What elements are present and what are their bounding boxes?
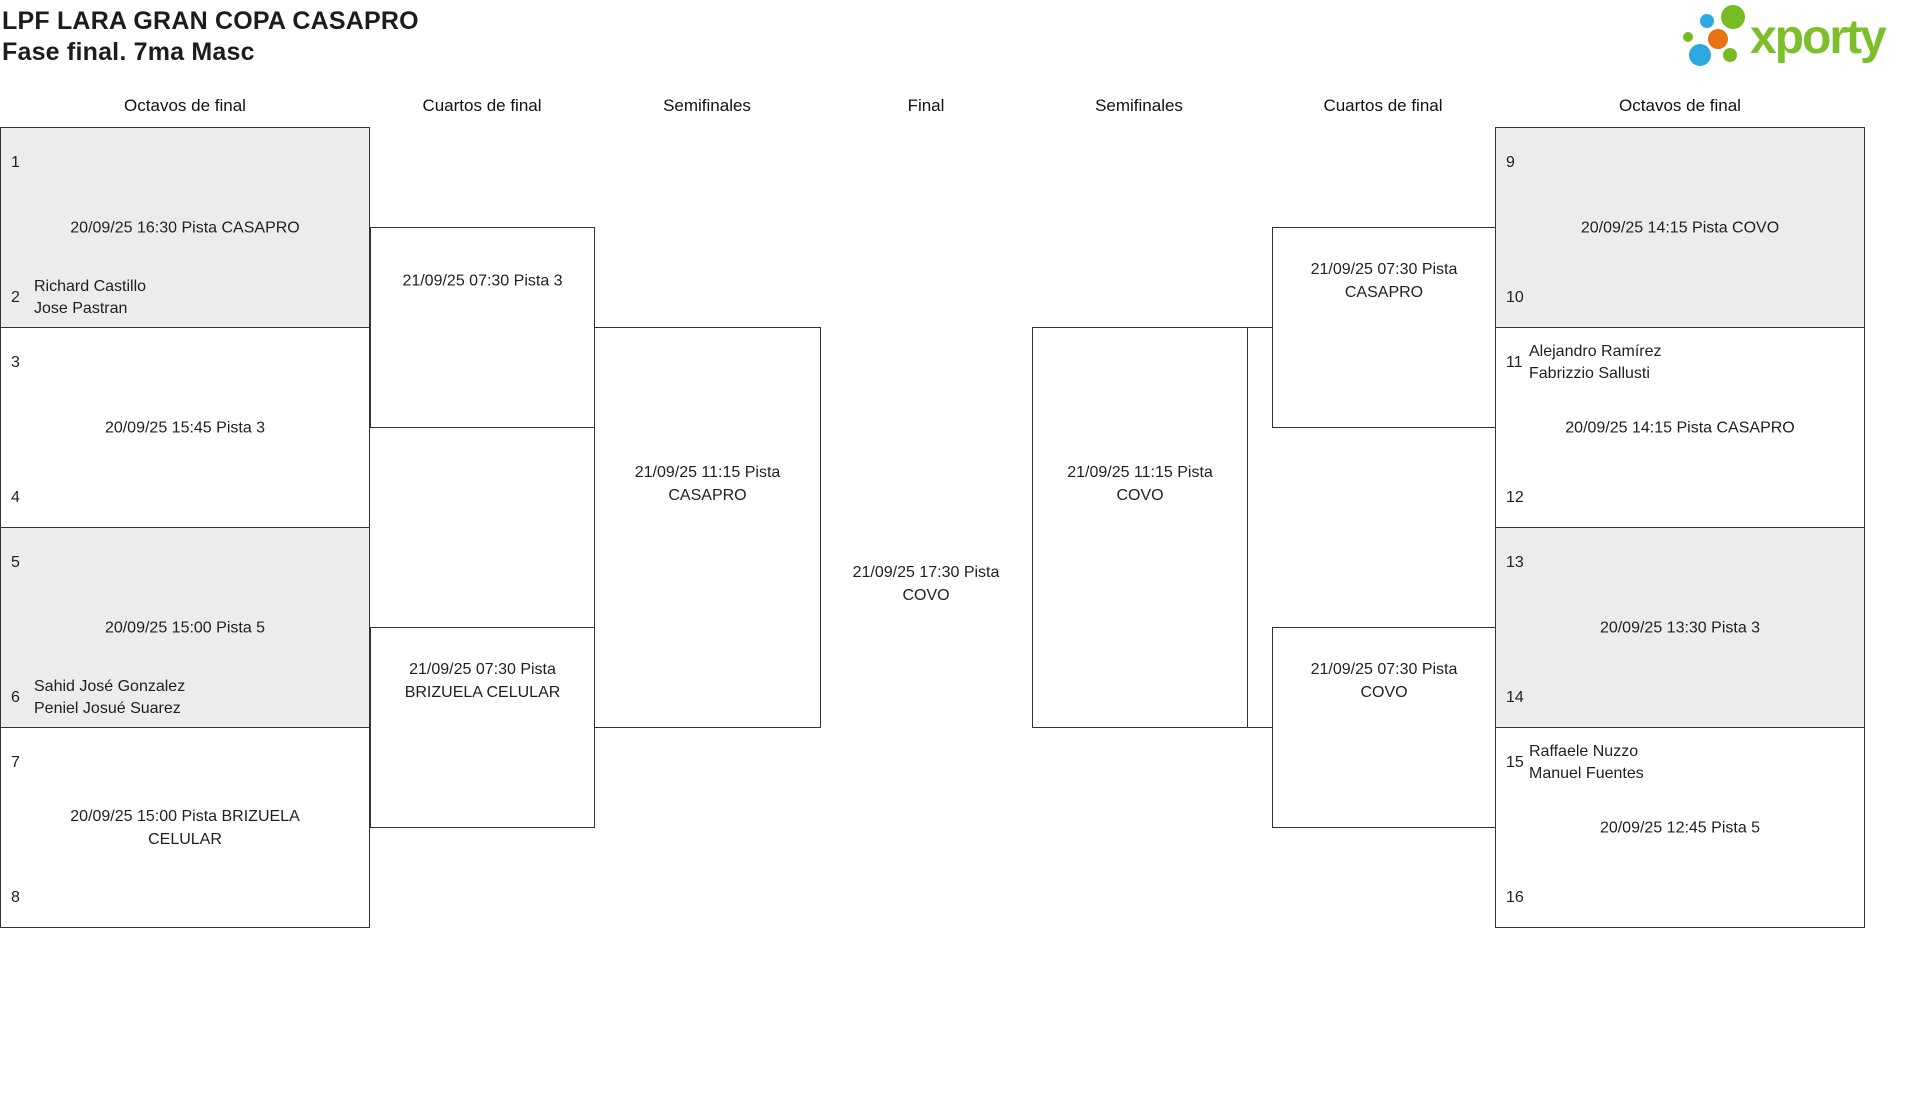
seed-number: 1 <box>11 154 20 171</box>
logo-dot-blue-small <box>1700 14 1714 28</box>
player-name: Raffaele Nuzzo <box>1529 743 1639 760</box>
bracket-connector-line <box>1247 327 1272 328</box>
player-name: Alejandro Ramírez <box>1529 343 1662 360</box>
seed-number: 16 <box>1506 889 1524 906</box>
quarterfinal-box-right-top[interactable]: 21/09/25 07:30 Pista CASAPRO <box>1272 227 1496 428</box>
player-name: Richard Castillo <box>34 278 147 295</box>
player-name: Sahid José Gonzalez <box>34 678 186 695</box>
match-box-13-14[interactable]: 13 20/09/25 13:30 Pista 3 14 <box>1495 527 1865 728</box>
quarterfinal-box-left-top[interactable]: 21/09/25 07:30 Pista 3 <box>370 227 595 428</box>
match-datetime-line1: 21/09/25 07:30 Pista <box>1310 661 1458 678</box>
match-datetime: 21/09/25 07:30 Pista COVO <box>1279 658 1489 704</box>
semifinal-box-left[interactable]: 21/09/25 11:15 Pista CASAPRO <box>594 327 821 728</box>
player-name: Manuel Fuentes <box>1529 765 1644 782</box>
team-players: Raffaele Nuzzo Manuel Fuentes <box>1529 741 1858 785</box>
round-label-octavos-left: Octavos de final <box>124 96 246 115</box>
final-match[interactable]: 21/09/25 17:30 Pista COVO <box>820 561 1032 607</box>
seed-number: 6 <box>11 689 20 706</box>
seed-number: 14 <box>1506 689 1524 706</box>
seed-number: 9 <box>1506 154 1515 171</box>
match-datetime-line2: COVO <box>1360 684 1408 701</box>
logo-dot-orange <box>1708 29 1728 49</box>
logo-dot-blue-large <box>1689 44 1711 66</box>
match-datetime: 20/09/25 16:30 Pista CASAPRO <box>70 219 300 236</box>
xporty-logo[interactable]: xporty <box>1680 0 1915 66</box>
seed-number: 2 <box>11 289 20 306</box>
team-players: Alejandro Ramírez Fabrizzio Sallusti <box>1529 341 1858 385</box>
match-datetime-line1: 21/09/25 17:30 Pista <box>852 564 1000 581</box>
match-datetime-line1: 21/09/25 11:15 Pista <box>634 464 781 481</box>
team-players: Sahid José Gonzalez Peniel Josué Suarez <box>34 676 363 720</box>
match-datetime: 21/09/25 11:15 Pista CASAPRO <box>601 461 814 507</box>
match-datetime-line2: COVO <box>1116 487 1164 504</box>
round-label-octavos-right: Octavos de final <box>1619 96 1741 115</box>
seed-number: 5 <box>11 554 20 571</box>
match-datetime: 20/09/25 15:00 Pista 5 <box>104 619 266 636</box>
match-datetime-line2: COVO <box>902 587 950 604</box>
match-datetime: 21/09/25 11:15 Pista COVO <box>1039 461 1241 507</box>
quarterfinal-box-right-bottom[interactable]: 21/09/25 07:30 Pista COVO <box>1272 627 1496 828</box>
player-name: Peniel Josué Suarez <box>34 700 181 717</box>
seed-number: 12 <box>1506 489 1524 506</box>
seed-number: 8 <box>11 889 20 906</box>
match-box-3-4[interactable]: 3 20/09/25 15:45 Pista 3 4 <box>0 327 370 528</box>
seed-number: 10 <box>1506 289 1524 306</box>
bracket-connector-line <box>1247 727 1272 728</box>
quarterfinal-box-left-bottom[interactable]: 21/09/25 07:30 Pista BRIZUELA CELULAR <box>370 627 595 828</box>
match-datetime: 20/09/25 14:15 Pista CASAPRO <box>1565 419 1795 436</box>
match-datetime-line1: 20/09/25 15:00 Pista BRIZUELA <box>70 807 300 825</box>
match-datetime-line2: CASAPRO <box>1344 284 1424 301</box>
match-box-15-16[interactable]: 15 Raffaele Nuzzo Manuel Fuentes 20/09/2… <box>1495 727 1865 928</box>
match-datetime-line2: CELULAR <box>148 830 222 848</box>
match-datetime: 21/09/25 07:30 Pista 3 <box>402 272 563 290</box>
round-label-cuartos-left: Cuartos de final <box>422 96 542 115</box>
match-datetime-line2: BRIZUELA CELULAR <box>404 684 561 701</box>
match-datetime-line1: 21/09/25 07:30 Pista <box>1310 261 1458 278</box>
round-label-semis-right: Semifinales <box>1095 96 1183 115</box>
match-datetime: 21/09/25 07:30 Pista BRIZUELA CELULAR <box>377 658 588 704</box>
tournament-title: LPF LARA GRAN COPA CASAPRO <box>2 7 419 35</box>
match-box-7-8[interactable]: 7 20/09/25 15:00 Pista BRIZUELA CELULAR … <box>0 727 370 928</box>
player-name: Fabrizzio Sallusti <box>1529 365 1650 382</box>
match-box-9-10[interactable]: 9 20/09/25 14:15 Pista COVO 10 <box>1495 127 1865 328</box>
seed-number: 15 <box>1506 754 1524 771</box>
match-datetime: 20/09/25 15:45 Pista 3 <box>104 419 266 436</box>
logo-wordmark: xporty <box>1750 11 1887 64</box>
seed-number: 11 <box>1506 354 1523 371</box>
match-datetime-line1: 21/09/25 07:30 Pista <box>409 661 556 678</box>
round-label-final: Final <box>907 96 945 115</box>
match-datetime-line1: 21/09/25 11:15 Pista <box>1067 464 1213 481</box>
seed-number: 7 <box>11 754 20 771</box>
match-box-1-2[interactable]: 1 20/09/25 16:30 Pista CASAPRO 2 Richard… <box>0 127 370 328</box>
seed-number: 13 <box>1506 554 1524 571</box>
match-datetime: 20/09/25 13:30 Pista 3 <box>1599 619 1761 636</box>
match-box-5-6[interactable]: 5 20/09/25 15:00 Pista 5 6 Sahid José Go… <box>0 527 370 728</box>
match-datetime: 20/09/25 15:00 Pista BRIZUELA CELULAR <box>9 805 361 851</box>
match-datetime: 20/09/25 14:15 Pista COVO <box>1580 219 1780 236</box>
seed-number: 4 <box>11 489 20 506</box>
semifinal-box-right[interactable]: 21/09/25 11:15 Pista COVO <box>1032 327 1248 728</box>
round-label-cuartos-right: Cuartos de final <box>1323 96 1443 115</box>
match-box-11-12[interactable]: 11 Alejandro Ramírez Fabrizzio Sallusti … <box>1495 327 1865 528</box>
match-datetime-line2: CASAPRO <box>668 487 747 504</box>
match-datetime: 21/09/25 07:30 Pista CASAPRO <box>1279 258 1489 304</box>
player-name: Jose Pastran <box>34 300 128 317</box>
team-players: Richard Castillo Jose Pastran <box>34 276 363 320</box>
phase-subtitle: Fase final. 7ma Masc <box>2 38 255 66</box>
page-header: LPF LARA GRAN COPA CASAPRO Fase final. 7… <box>2 6 419 68</box>
seed-number: 3 <box>11 354 20 371</box>
logo-dot-green-small <box>1723 48 1737 62</box>
logo-dot-green-large <box>1721 5 1745 29</box>
match-datetime: 20/09/25 12:45 Pista 5 <box>1599 819 1761 836</box>
logo-dot-green-tiny <box>1683 32 1693 42</box>
round-label-semis-left: Semifinales <box>663 96 751 115</box>
